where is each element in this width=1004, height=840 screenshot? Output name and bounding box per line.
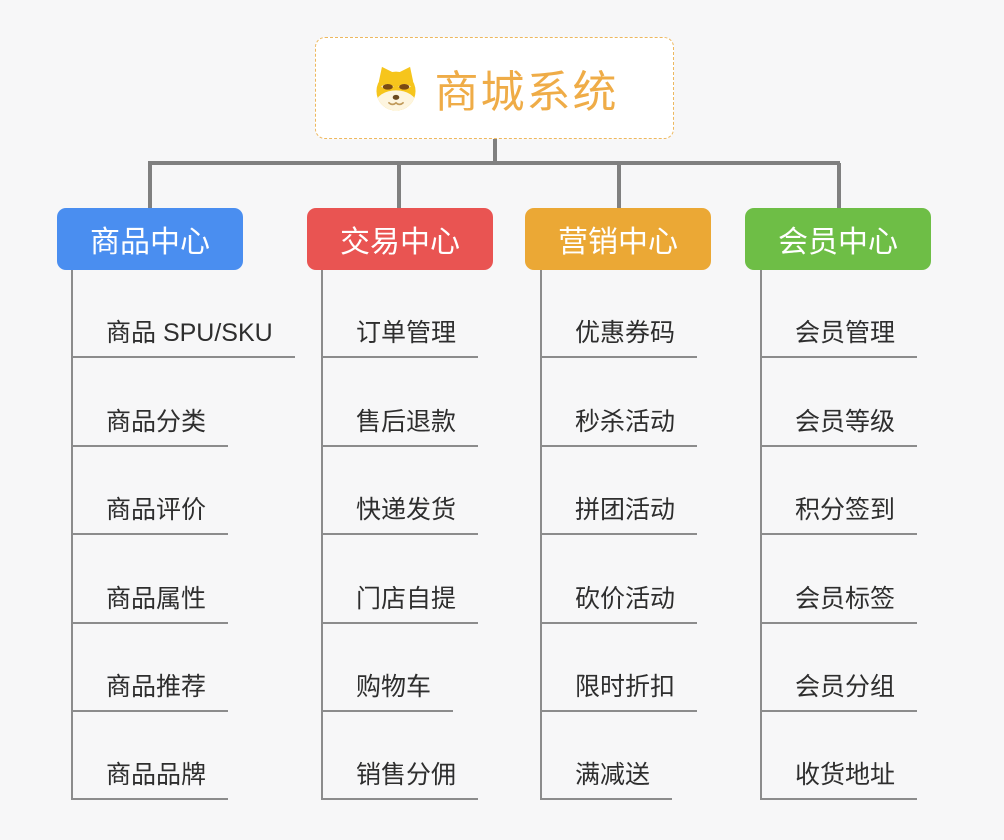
leaf-item[interactable]: 优惠券码 (542, 270, 698, 359)
leaf-item[interactable]: 门店自提 (323, 535, 479, 624)
leaf-column-member: 会员管理 会员等级 积分签到 会员标签 会员分组 收货地址 (760, 270, 918, 801)
connector-drop-marketing (617, 163, 621, 208)
leaf-item[interactable]: 快递发货 (323, 447, 479, 536)
root-node[interactable]: 商城系统 (315, 37, 674, 139)
leaf-item[interactable]: 商品推荐 (73, 624, 229, 712)
dog-face-icon (371, 63, 421, 113)
leaf-column-trade: 订单管理 售后退款 快递发货 门店自提 购物车 销售分佣 (321, 270, 479, 801)
leaf-item[interactable]: 满减送 (542, 712, 673, 801)
leaf-item[interactable]: 售后退款 (323, 358, 479, 447)
leaf-item[interactable]: 商品评价 (73, 447, 229, 536)
branch-node-product[interactable]: 商品中心 (57, 208, 243, 270)
leaf-item[interactable]: 商品品牌 (73, 712, 229, 801)
leaf-item[interactable]: 购物车 (323, 624, 454, 712)
leaf-item[interactable]: 限时折扣 (542, 624, 698, 712)
leaf-item[interactable]: 秒杀活动 (542, 358, 698, 447)
leaf-item[interactable]: 收货地址 (762, 712, 918, 801)
connector-drop-product (148, 163, 152, 208)
leaf-column-product: 商品 SPU/SKU 商品分类 商品评价 商品属性 商品推荐 商品品牌 (71, 270, 295, 801)
leaf-item[interactable]: 商品 SPU/SKU (73, 270, 295, 359)
leaf-item[interactable]: 会员标签 (762, 535, 918, 624)
leaf-item[interactable]: 积分签到 (762, 447, 918, 536)
leaf-item[interactable]: 会员管理 (762, 270, 918, 359)
branch-node-member[interactable]: 会员中心 (745, 208, 931, 270)
connector-bus (148, 161, 840, 165)
leaf-item[interactable]: 拼团活动 (542, 447, 698, 536)
leaf-item[interactable]: 订单管理 (323, 270, 479, 359)
leaf-item[interactable]: 销售分佣 (323, 712, 479, 801)
root-title: 商城系统 (434, 68, 619, 117)
connector-drop-member (837, 163, 841, 208)
leaf-item[interactable]: 商品分类 (73, 358, 229, 447)
branch-node-marketing[interactable]: 营销中心 (525, 208, 711, 270)
leaf-item[interactable]: 砍价活动 (542, 535, 698, 624)
leaf-item[interactable]: 会员等级 (762, 358, 918, 447)
branch-node-trade[interactable]: 交易中心 (307, 208, 493, 270)
leaf-item[interactable]: 会员分组 (762, 624, 918, 712)
leaf-item[interactable]: 商品属性 (73, 535, 229, 624)
leaf-column-marketing: 优惠券码 秒杀活动 拼团活动 砍价活动 限时折扣 满减送 (540, 270, 698, 801)
connector-root-drop (493, 139, 497, 163)
connector-drop-trade (397, 163, 401, 208)
